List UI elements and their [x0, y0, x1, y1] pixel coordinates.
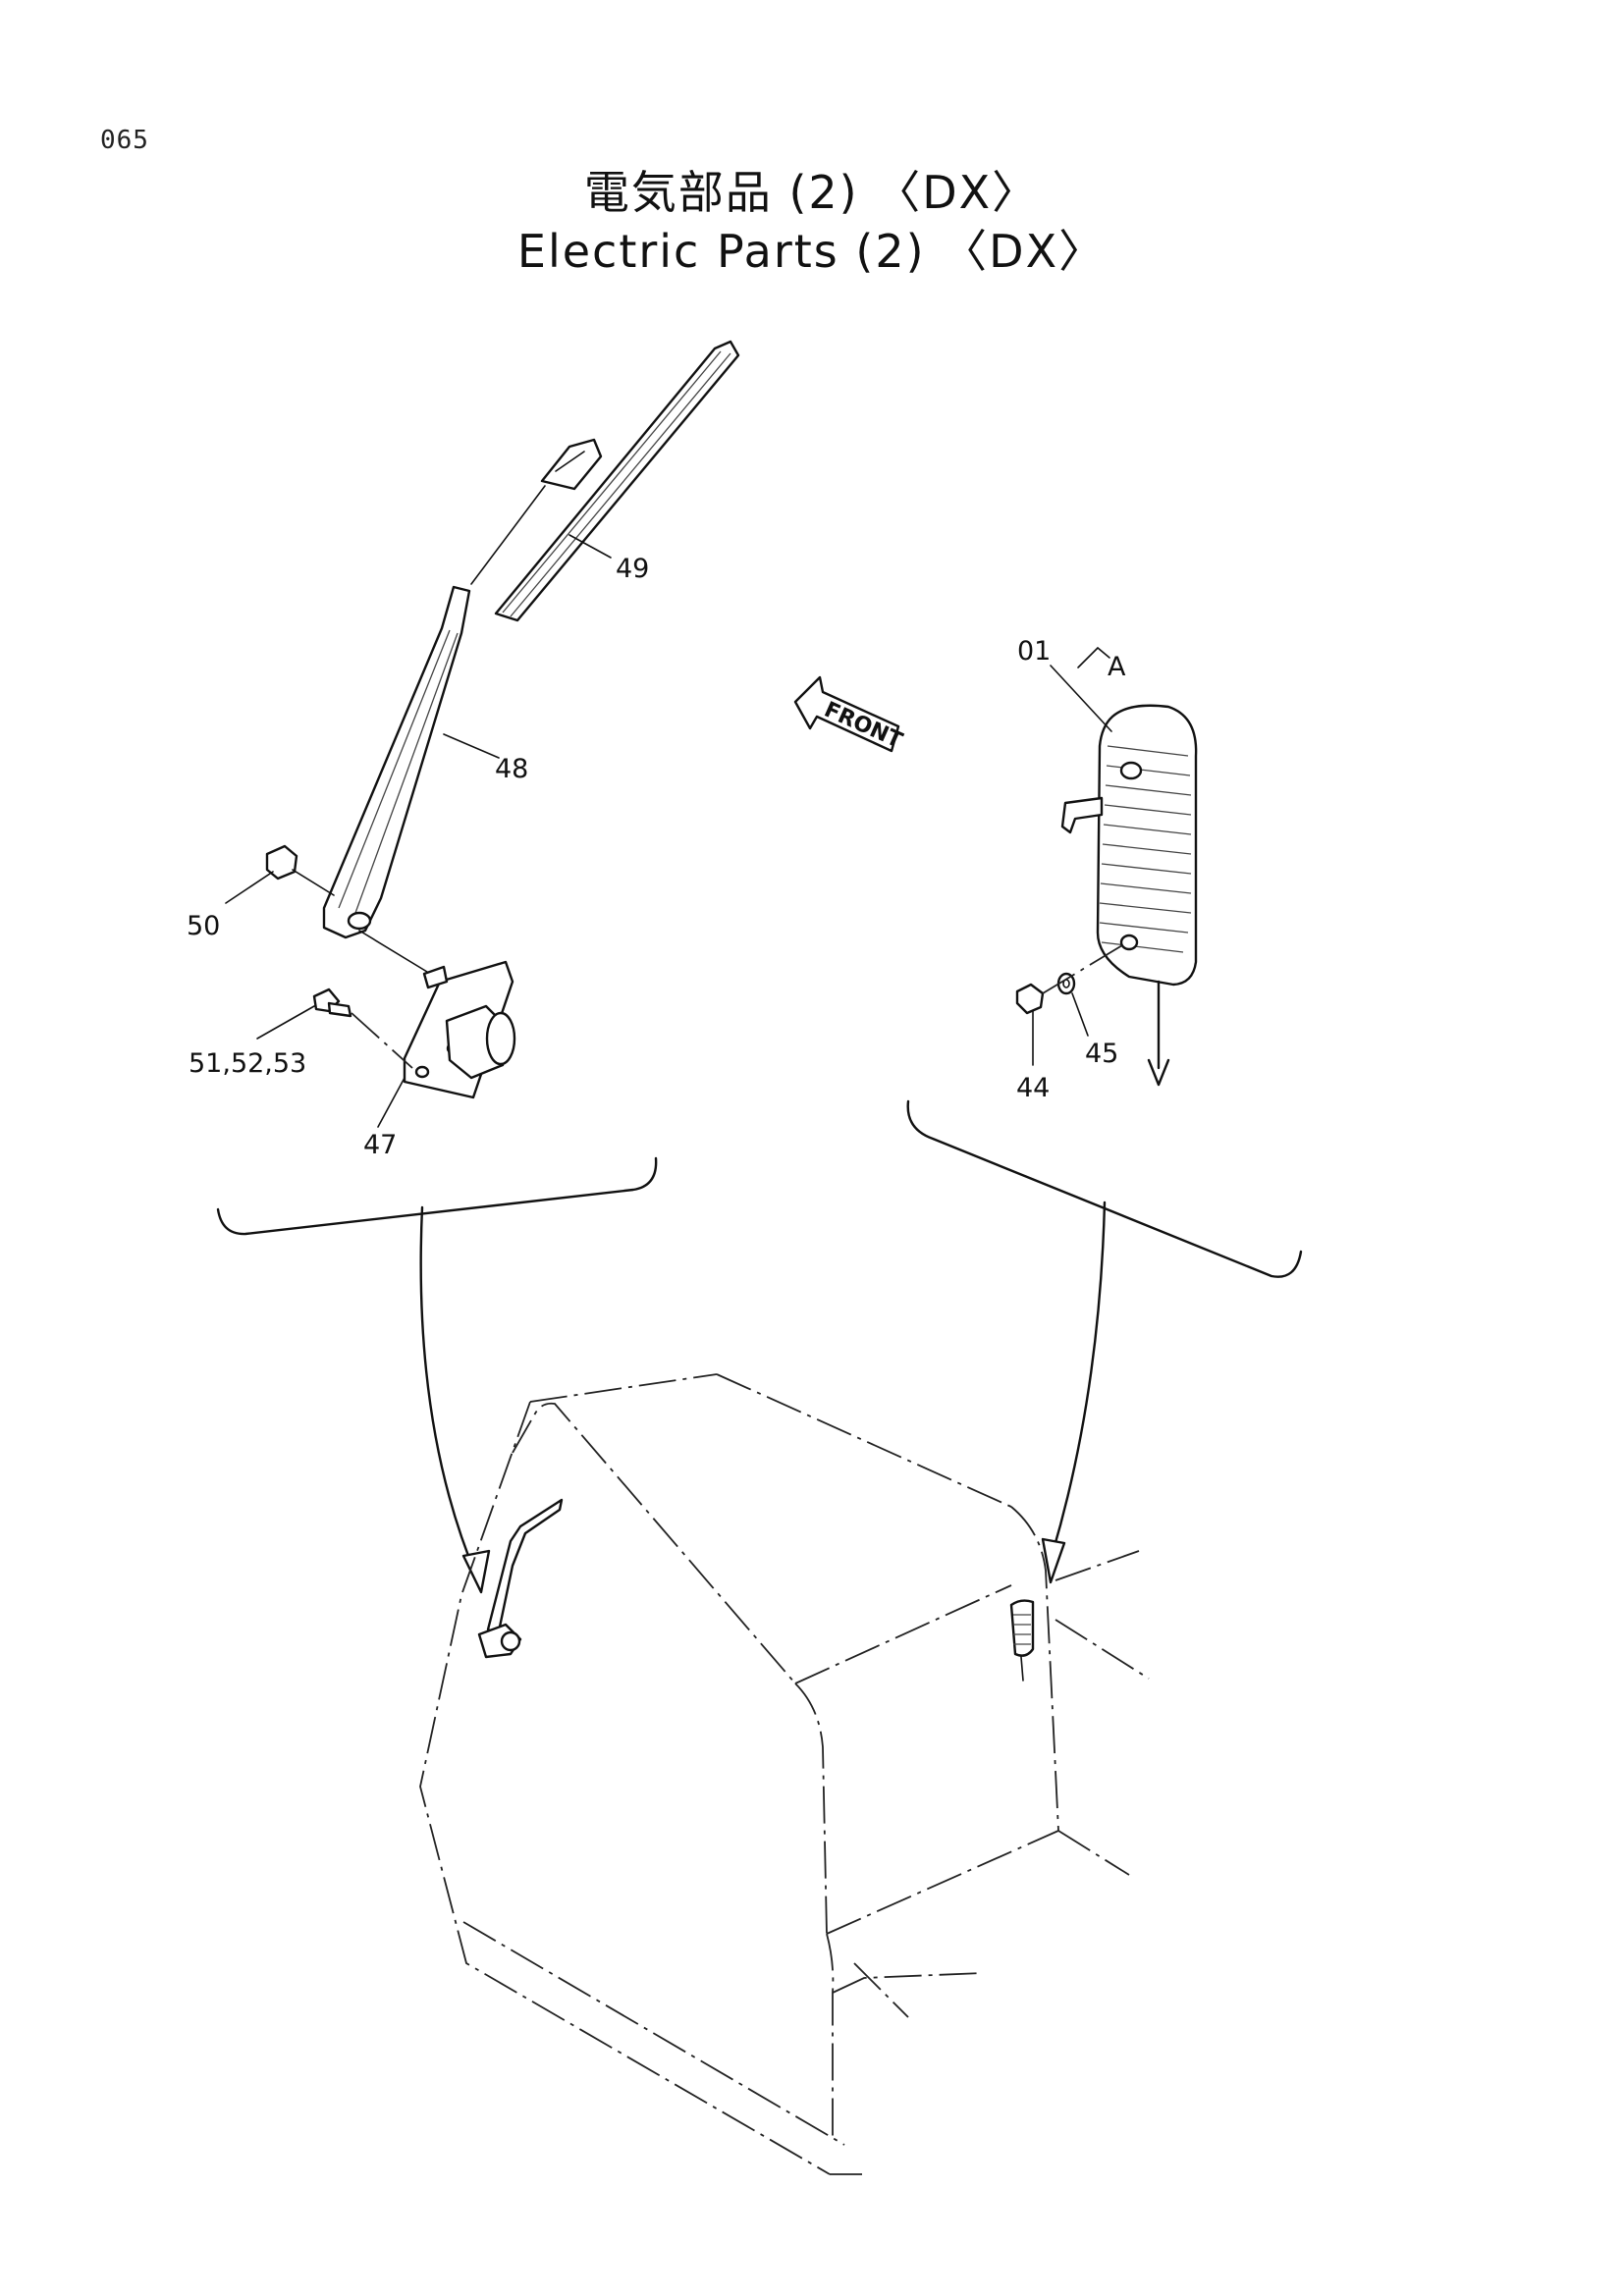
right-connector-arrow — [1051, 1201, 1107, 1555]
work-light — [1060, 704, 1198, 1087]
leader-50 — [225, 871, 274, 904]
page-number: 065 — [100, 126, 149, 155]
front-direction-arrow: FRONT — [793, 675, 906, 754]
nut — [265, 844, 335, 896]
leader-49 — [568, 534, 612, 559]
wiper-motor — [358, 930, 516, 1099]
front-label: FRONT — [821, 698, 906, 754]
wiper-blade — [494, 340, 740, 622]
callout-47: 47 — [363, 1130, 397, 1160]
screw — [1015, 983, 1045, 1066]
work-light-group — [1015, 704, 1198, 1087]
callout-45: 45 — [1085, 1039, 1118, 1069]
cab-outline — [419, 1373, 1150, 2175]
leader-48 — [443, 733, 500, 759]
callout-01: 01 — [1017, 636, 1051, 667]
leader-47 — [377, 1077, 406, 1128]
callout-50: 50 — [187, 911, 220, 941]
washer — [1056, 972, 1089, 1037]
callout-51-52-53: 51,52,53 — [189, 1048, 306, 1079]
leader-A — [1077, 646, 1110, 668]
page-title-japanese: 電気部品 (2) 〈DX〉 — [583, 166, 1040, 219]
left-group-bracket — [216, 1156, 658, 1236]
callout-44: 44 — [1016, 1073, 1050, 1103]
page-title-english: Electric Parts (2) 〈DX〉 — [516, 225, 1107, 278]
callout-49: 49 — [616, 554, 649, 584]
leader-51-52-53 — [256, 1005, 315, 1040]
wiper-arm — [322, 485, 546, 939]
right-group-bracket — [906, 1099, 1303, 1278]
callout-48: 48 — [495, 754, 528, 784]
left-connector-arrow — [419, 1205, 478, 1577]
wiper-assembly-group — [265, 340, 740, 1099]
bolt — [312, 988, 413, 1069]
leader-01 — [1050, 665, 1112, 732]
callout-A: A — [1108, 652, 1126, 682]
